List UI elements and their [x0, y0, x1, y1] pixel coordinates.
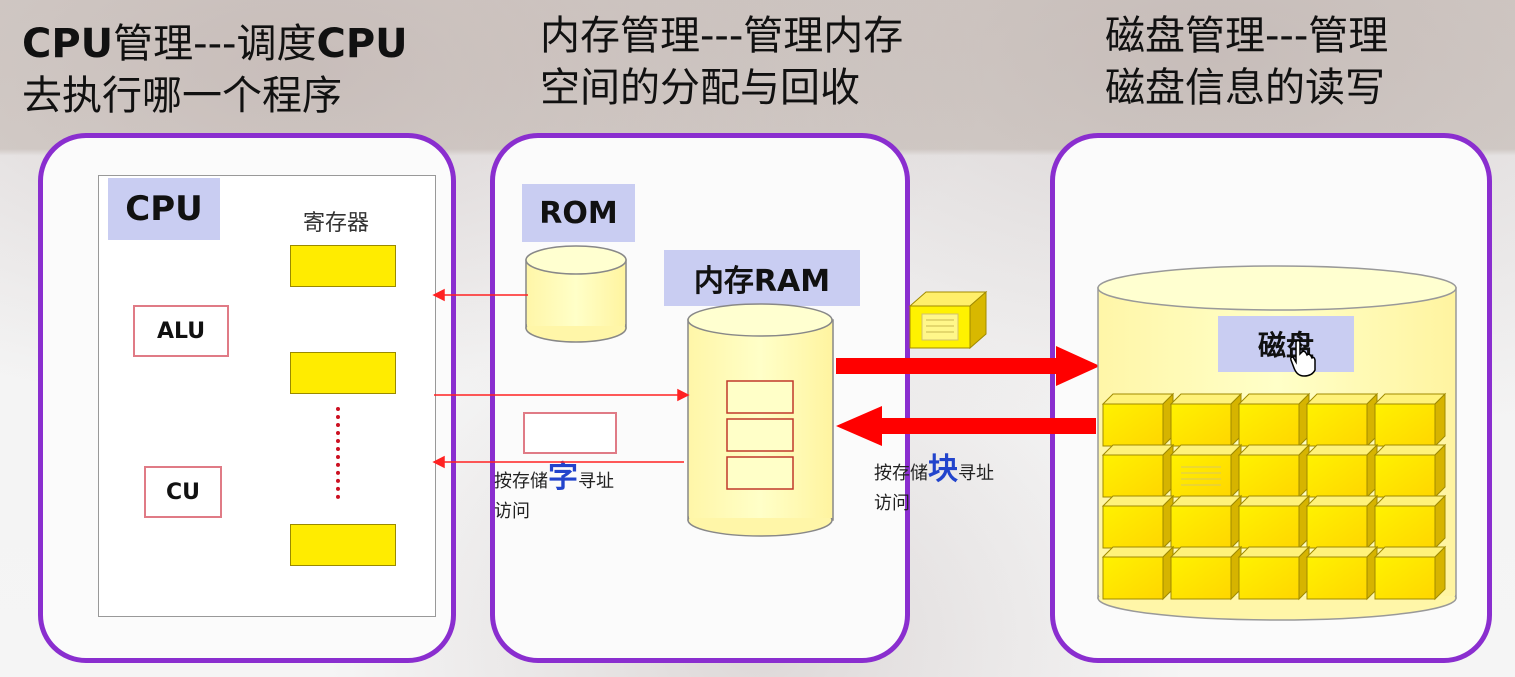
disk-block: [1305, 443, 1379, 499]
disk-block: [1305, 545, 1379, 601]
memory-title: 内存管理---管理内存 空间的分配与回收: [540, 10, 903, 114]
disk-block: [1237, 392, 1311, 448]
cpu-memory-arrows: [432, 288, 690, 469]
disk-block: [1169, 545, 1243, 601]
ram-cylinder: [687, 303, 834, 537]
disk-block: [1237, 494, 1311, 550]
disk-title: 磁盘管理---管理 磁盘信息的读写: [1105, 10, 1388, 114]
cpu-label: CPU: [108, 178, 220, 240]
disk-block: [1373, 494, 1447, 550]
disk-block: [1169, 443, 1243, 499]
disk-block: [1101, 443, 1175, 499]
disk-block: [1169, 494, 1243, 550]
memory-note-big: 字: [548, 460, 578, 495]
cpu-title-mid: 管理---调度: [113, 21, 317, 67]
cpu-title-bold: CPU: [22, 21, 114, 67]
transfer-block-icon: [908, 290, 988, 350]
disk-block: [1169, 392, 1243, 448]
rom-cylinder: [525, 245, 627, 343]
disk-block-grid: [1101, 392, 1447, 601]
disk-block: [1305, 392, 1379, 448]
cpu-title-line2: 去执行哪一个程序: [22, 73, 342, 119]
memory-word-box: [523, 412, 617, 454]
disk-note-pre: 按存储: [874, 463, 928, 484]
disk-note: 按存储块寻址 访问: [874, 455, 994, 519]
register-2: [290, 352, 396, 394]
register-3: [290, 524, 396, 566]
memory-title-line1: 内存管理---管理内存: [540, 13, 904, 59]
disk-block: [1373, 545, 1447, 601]
disk-title-line1: 磁盘管理---管理: [1105, 13, 1389, 59]
memory-disk-arrows: [836, 346, 1100, 446]
memory-note: 按存储字寻址 访问: [494, 463, 614, 527]
disk-note-post: 寻址: [958, 463, 994, 484]
disk-title-line2: 磁盘信息的读写: [1105, 65, 1385, 111]
disk-note-line2: 访问: [874, 493, 910, 514]
register-1: [290, 245, 396, 287]
disk-block: [1237, 545, 1311, 601]
disk-block: [1237, 443, 1311, 499]
disk-note-big: 块: [928, 452, 958, 487]
memory-note-pre: 按存储: [494, 471, 548, 492]
disk-block: [1101, 545, 1175, 601]
cu-box: CU: [144, 466, 222, 518]
disk-block: [1101, 392, 1175, 448]
cpu-title-bold2: CPU: [316, 21, 408, 67]
register-ellipsis: [336, 407, 340, 499]
memory-note-line2: 访问: [494, 501, 530, 522]
disk-block: [1373, 392, 1447, 448]
memory-title-line2: 空间的分配与回收: [540, 65, 860, 111]
disk-label: 磁盘: [1218, 316, 1354, 372]
rom-label: ROM: [522, 184, 635, 242]
disk-block: [1373, 443, 1447, 499]
disk-block: [1101, 494, 1175, 550]
hand-cursor-icon: [1290, 339, 1316, 377]
alu-box: ALU: [133, 305, 229, 357]
memory-note-post: 寻址: [578, 471, 614, 492]
registers-label: 寄存器: [303, 211, 370, 236]
ram-label: 内存RAM: [664, 250, 860, 306]
disk-block: [1305, 494, 1379, 550]
cpu-title: CPU管理---调度CPU 去执行哪一个程序: [22, 18, 408, 122]
